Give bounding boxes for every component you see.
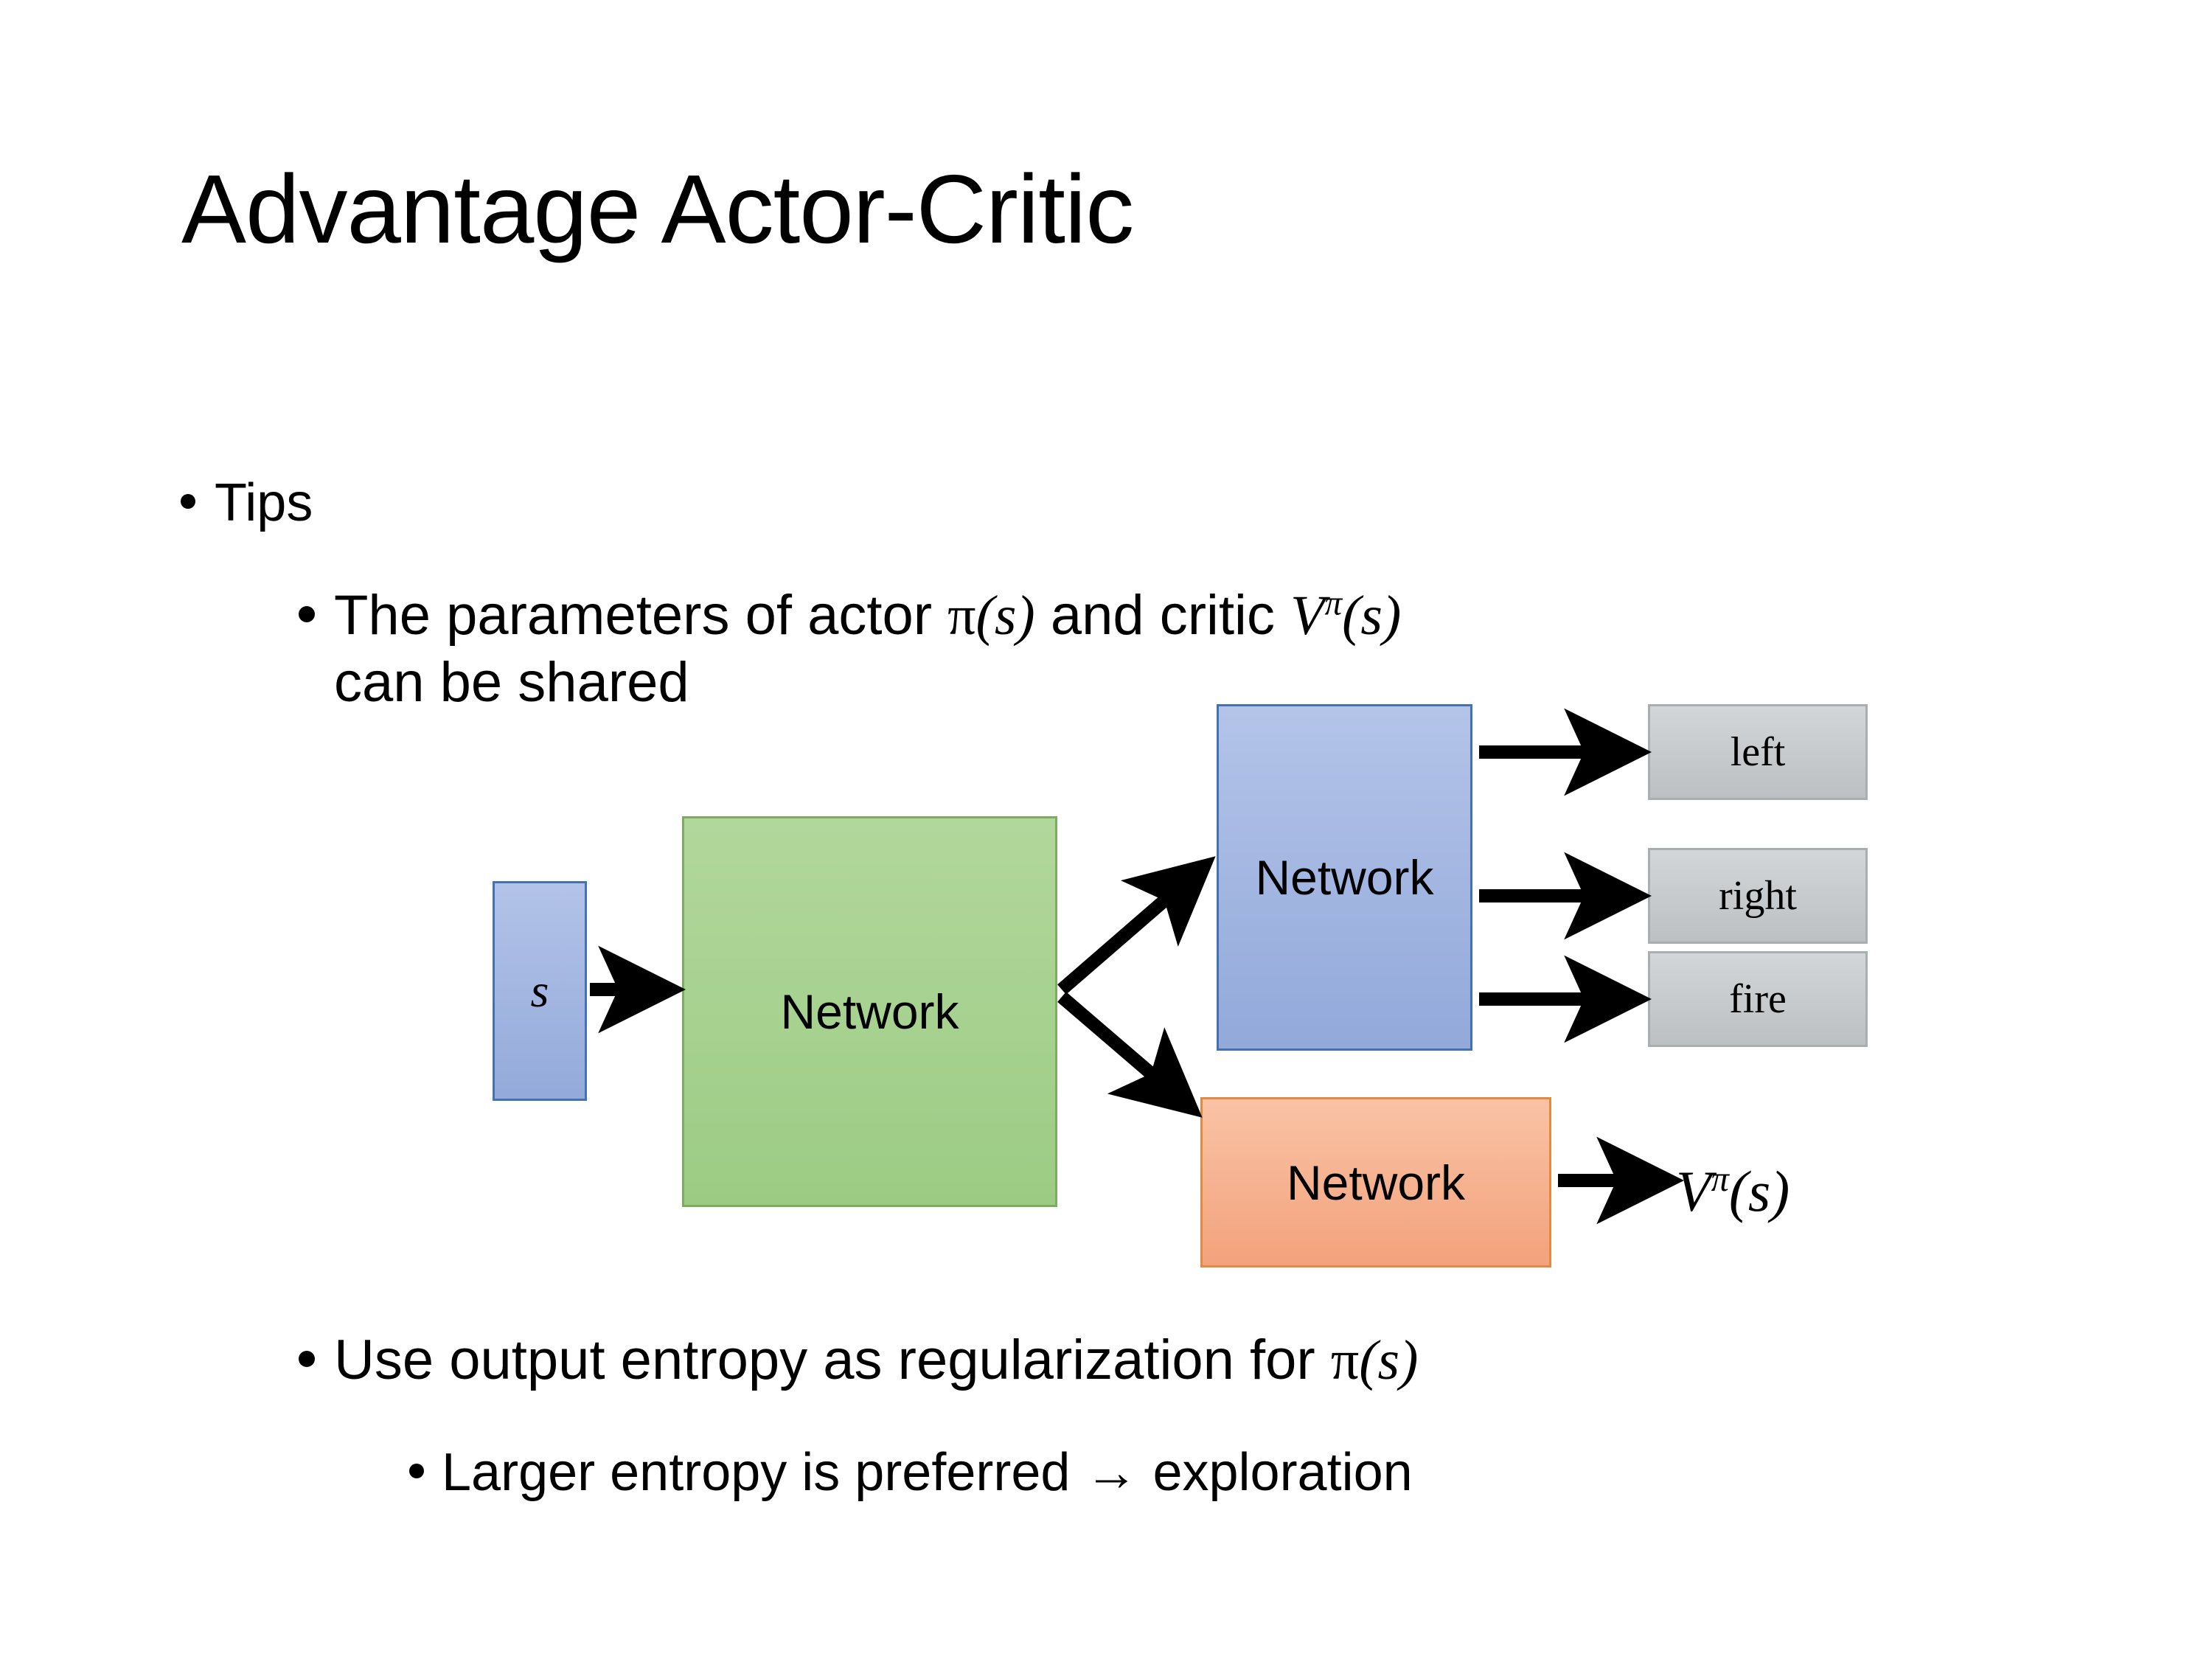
action-label-left: left [1730, 729, 1786, 775]
bullet-entropy-text: Use output entropy as regularization for… [334, 1327, 1418, 1394]
actor-network-label: Network [1255, 850, 1434, 905]
policy-symbol-arg: (s) [975, 585, 1035, 647]
critic-output-label: Vπ(s) [1676, 1158, 1790, 1225]
bullet-tips: Tips [181, 472, 313, 535]
shared-params-mid: and critic [1034, 584, 1291, 647]
action-box-right: right [1648, 848, 1868, 944]
bullet-shared-parameters: The parameters of actor π(s) and critic … [299, 582, 1401, 715]
shared-network-label: Network [780, 984, 959, 1039]
bullet-entropy-regularization: Use output entropy as regularization for… [299, 1327, 1418, 1394]
bullet-shared-parameters-text: The parameters of actor π(s) and critic … [334, 582, 1401, 715]
shared-params-prefix: The parameters of actor [334, 584, 948, 647]
critic-output-arg: (s) [1728, 1159, 1790, 1223]
critic-output-V: V [1676, 1159, 1711, 1223]
action-box-left: left [1648, 704, 1868, 800]
actor-network-box: Network [1217, 704, 1472, 1051]
bullet-dot-icon [181, 494, 195, 509]
entropy-policy-symbol-pi: π [1330, 1329, 1360, 1391]
bullet-dot-icon [299, 606, 315, 622]
shared-params-line2: can be shared [334, 650, 689, 714]
bullet-tips-label: Tips [215, 473, 313, 532]
bullet-exploration: Larger entropy is preferred → exploratio… [409, 1441, 1413, 1504]
value-symbol-arg: (s) [1342, 585, 1402, 647]
action-label-fire: fire [1729, 976, 1787, 1022]
critic-network-label: Network [1286, 1155, 1466, 1210]
bullet-exploration-label: Larger entropy is preferred → exploratio… [442, 1443, 1413, 1502]
critic-network-box: Network [1200, 1097, 1551, 1267]
entropy-prefix: Use output entropy as regularization for [334, 1329, 1331, 1391]
action-box-fire: fire [1648, 951, 1868, 1047]
arrow-shared-to-critic [1057, 992, 1203, 1118]
shared-network-box: Network [682, 816, 1057, 1207]
entropy-policy-arg: (s) [1359, 1329, 1419, 1391]
arrow-shared-to-actor [1057, 856, 1216, 995]
bullet-dot-icon [299, 1351, 315, 1367]
policy-symbol-pi: π [947, 585, 976, 647]
state-input-label: s [530, 964, 549, 1017]
state-input-box: s [493, 881, 587, 1101]
action-label-right: right [1719, 873, 1797, 919]
value-symbol-V: V [1290, 585, 1325, 647]
page-title: Advantage Actor-Critic [181, 155, 1134, 263]
bullet-dot-icon [409, 1464, 424, 1478]
critic-output-superscript-pi: π [1711, 1160, 1729, 1199]
value-symbol-superscript-pi: π [1324, 584, 1343, 623]
